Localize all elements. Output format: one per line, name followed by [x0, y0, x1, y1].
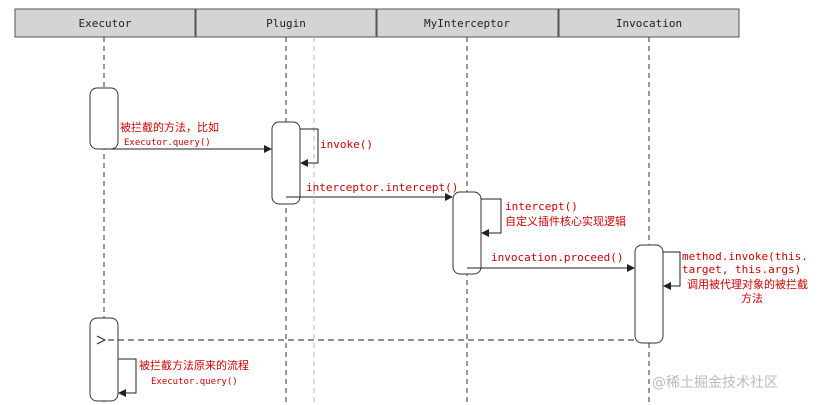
message-executor-to-plugin: 被拦截的方法，比如 Executor.query()	[104, 120, 272, 153]
participant-box	[195, 8, 377, 38]
message-plugin-to-interceptor: interceptor.intercept()	[286, 181, 458, 201]
participant-box	[558, 8, 740, 38]
message-label: 调用被代理对象的被拦截	[687, 277, 808, 291]
message-arrow	[300, 128, 319, 167]
message-interceptor-to-invocation: invocation.proceed()	[467, 251, 635, 272]
participant-label: MyInterceptor	[424, 17, 510, 30]
participant-box	[14, 8, 196, 38]
participant-label: Invocation	[616, 17, 682, 30]
message-label: 方法	[741, 291, 763, 305]
participant-label: Executor	[79, 17, 132, 30]
message-invocation-self-invoke: method.invoke(this. target, this.args) 调…	[663, 250, 808, 305]
message-executor-self-original: 被拦截方法原来的流程 Executor.query()	[118, 358, 249, 397]
message-label: 被拦截的方法，比如	[120, 120, 219, 134]
message-label: 自定义插件核心实现逻辑	[505, 214, 626, 228]
message-interceptor-self-intercept: intercept() 自定义插件核心实现逻辑	[481, 198, 626, 237]
message-plugin-self-invoke: invoke()	[300, 128, 373, 167]
message-label: invoke()	[320, 138, 373, 151]
participant-label: Plugin	[266, 17, 306, 30]
participant-box	[376, 8, 559, 38]
message-arrow	[663, 251, 681, 290]
participant-executor: Executor	[14, 8, 196, 38]
message-label: 被拦截方法原来的流程	[139, 358, 249, 372]
participant-plugin: Plugin	[195, 8, 377, 38]
message-label: method.invoke(this.	[682, 250, 808, 263]
participant-myinterceptor: MyInterceptor	[376, 8, 559, 38]
message-label: interceptor.intercept()	[306, 181, 458, 194]
message-arrow	[118, 358, 137, 397]
participant-invocation: Invocation	[558, 8, 740, 38]
activation-invocation	[634, 244, 664, 344]
message-label: invocation.proceed()	[491, 251, 623, 264]
activation-executor-2	[89, 317, 119, 402]
watermark-text: @稀土掘金技术社区	[652, 375, 778, 391]
message-label: intercept()	[505, 200, 578, 213]
message-label: Executor.query()	[151, 377, 238, 387]
activation-plugin	[271, 121, 301, 205]
message-arrow	[481, 198, 502, 237]
activation-myinterceptor	[452, 191, 482, 275]
activation-executor-1	[89, 87, 119, 150]
message-label: Executor.query()	[124, 138, 211, 148]
message-label: target, this.args)	[682, 263, 801, 276]
